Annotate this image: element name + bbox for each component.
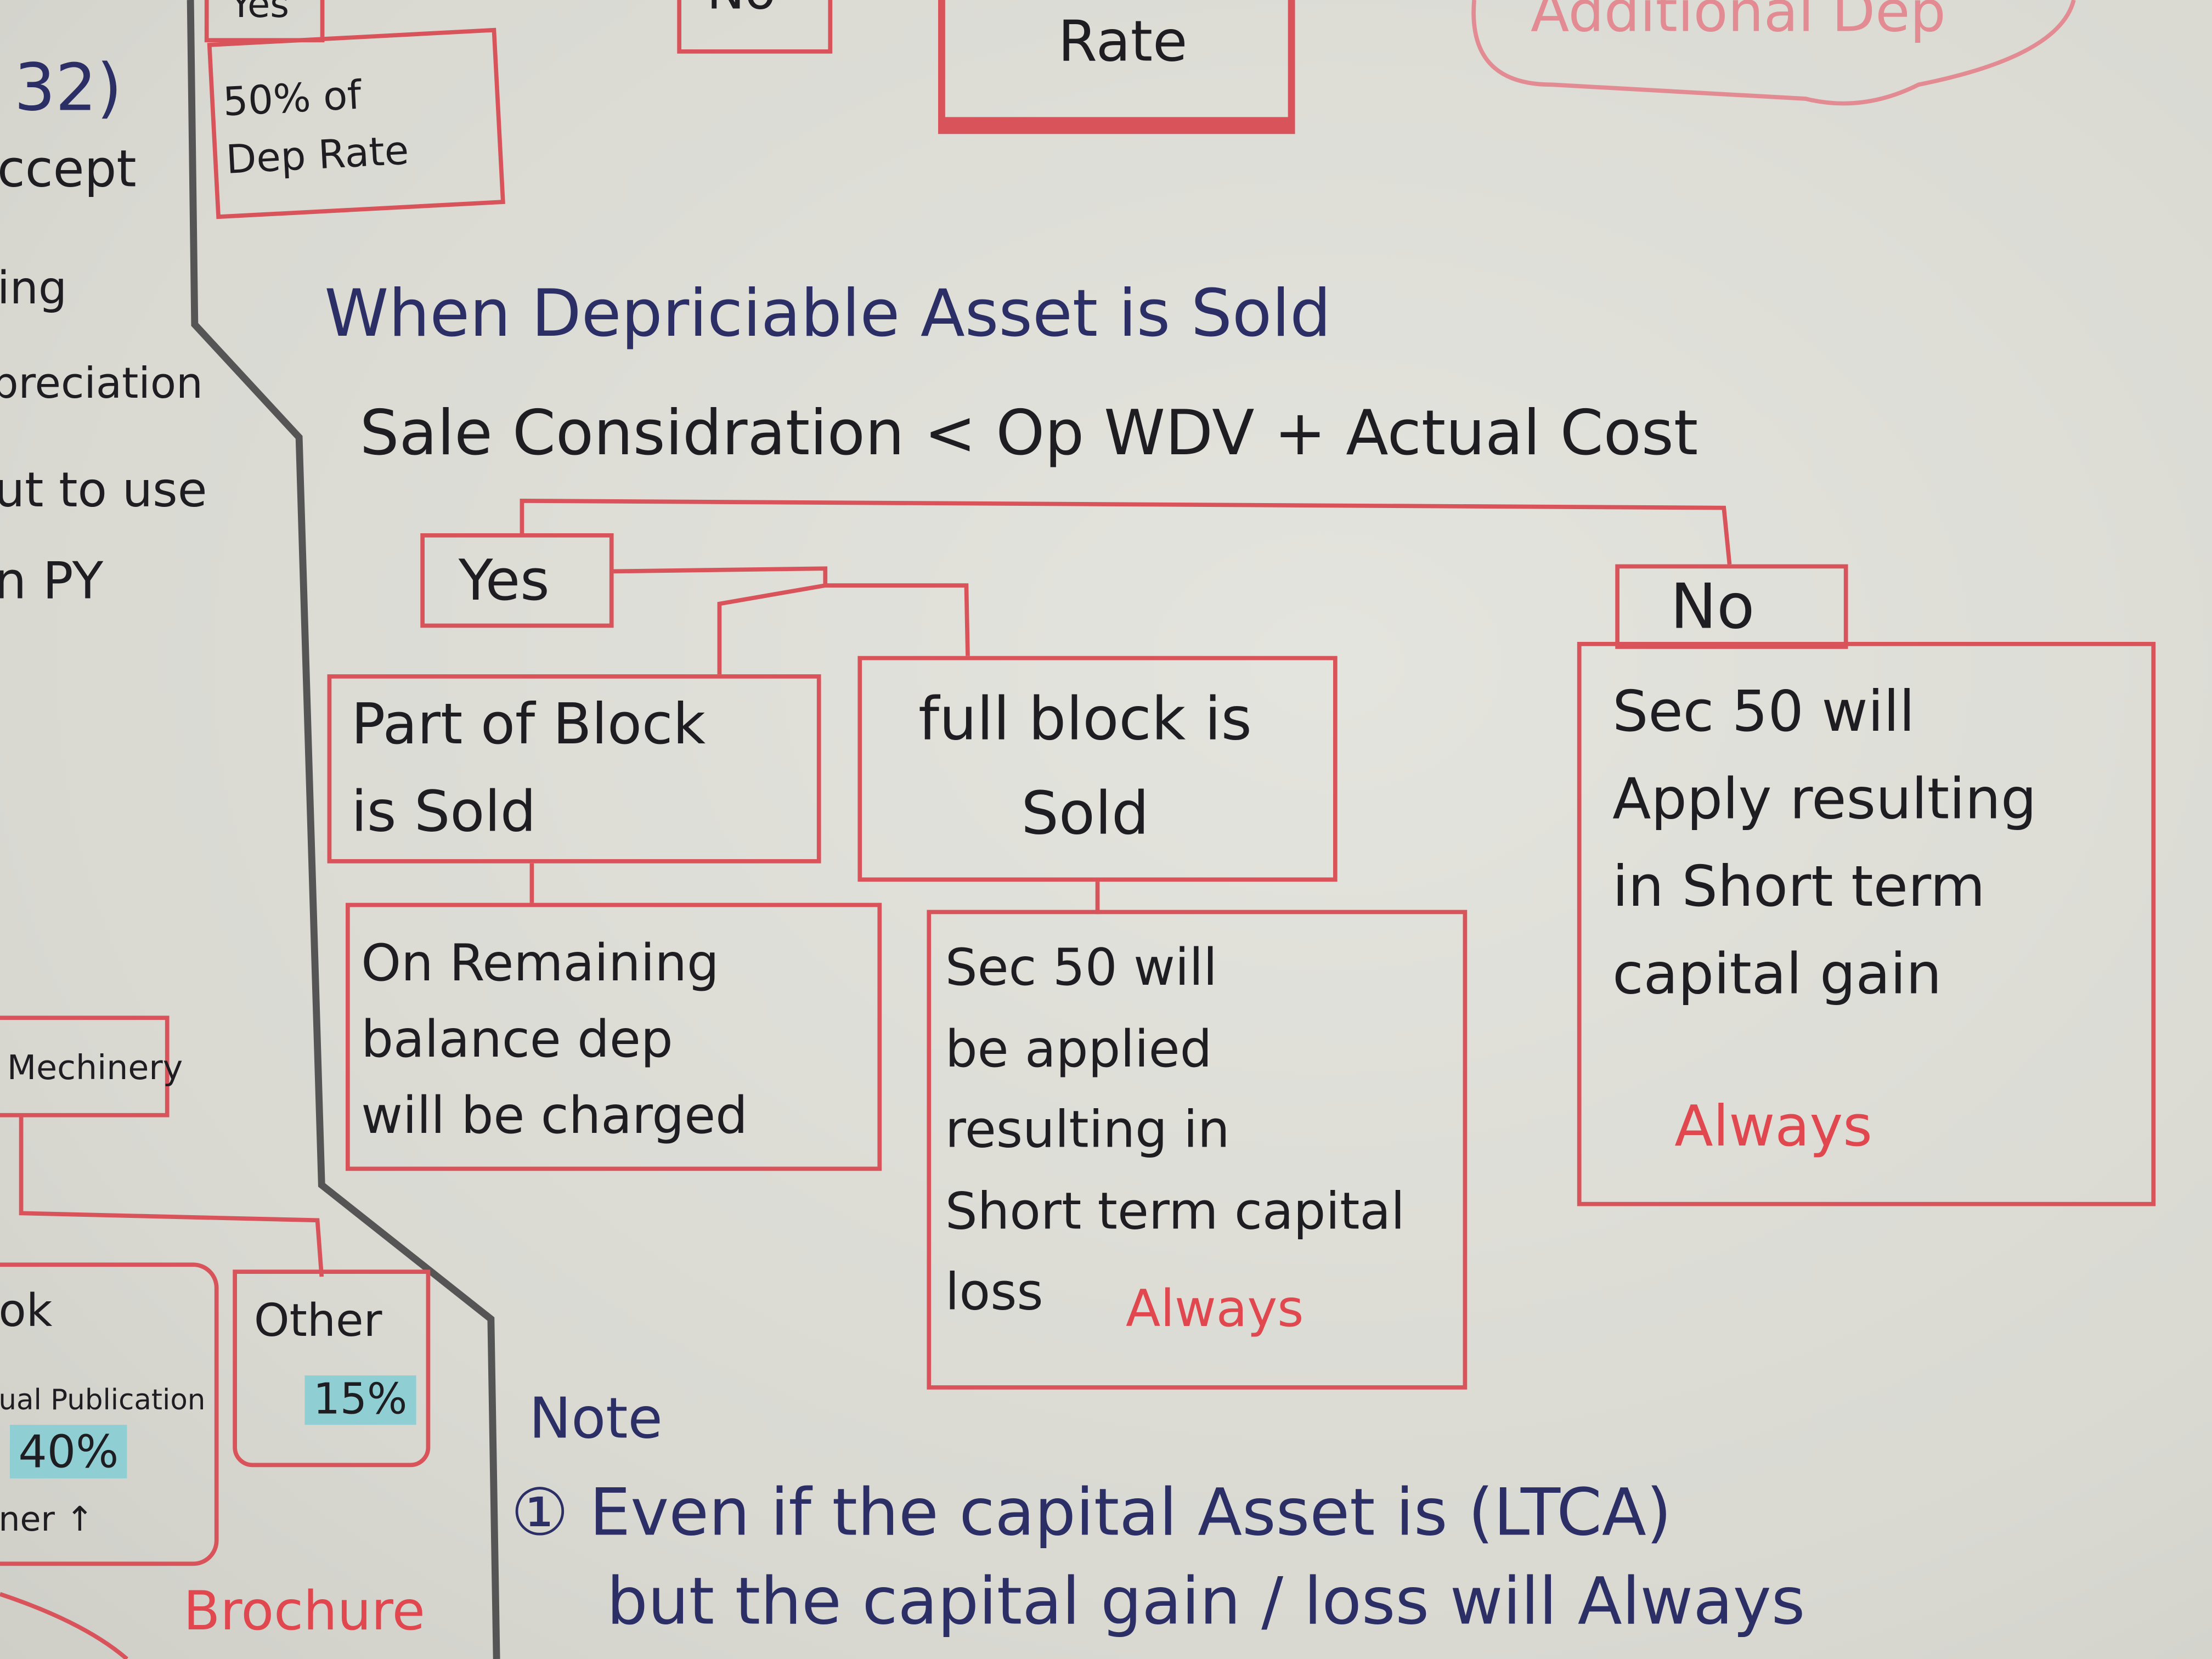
part-result-box: On Remaining balance dep will be charged	[345, 902, 882, 1171]
no-label: No	[1670, 571, 1755, 644]
brochure-text: Brochure	[183, 1579, 425, 1643]
book-text: ok	[0, 1283, 53, 1338]
part-block-text: Part of Block is Sold	[351, 692, 706, 845]
margin-line	[187, 0, 500, 1659]
top-no-label: No	[707, 0, 776, 21]
connector-yes-full	[825, 583, 970, 656]
other-note: ner ↑	[0, 1499, 94, 1539]
note-line: but the capital gain / loss will Always	[606, 1563, 1805, 1639]
machinery-text: Mechinery	[7, 1048, 183, 1088]
margin-text: n PY	[0, 552, 104, 611]
other-box: Other 15%	[233, 1269, 431, 1468]
other-rate: 15%	[304, 1375, 416, 1425]
note-line: ① Even if the capital Asset is (LTCA)	[510, 1474, 1672, 1550]
half-rate-box: 50% of Dep Rate	[207, 27, 505, 219]
part-block-box: Part of Block is Sold	[327, 674, 821, 864]
full-result-box: Sec 50 will be applied resulting in Shor…	[927, 910, 1468, 1390]
book-rate: 40%	[9, 1425, 127, 1479]
yes-label: Yes	[458, 549, 550, 614]
other-label: Other	[253, 1293, 382, 1347]
connector-condition	[520, 498, 1732, 565]
additional-dep-text: Additional Dep	[1530, 0, 1946, 46]
no-box: No	[1615, 564, 1848, 649]
no-result-text: Sec 50 will Apply resulting in Short ter…	[1612, 680, 2037, 1007]
no-result-box: Sec 50 will Apply resulting in Short ter…	[1577, 641, 2156, 1206]
full-block-text: full block is Sold	[918, 684, 1252, 848]
part-result-text: On Remaining balance dep will be charged	[361, 935, 748, 1146]
rate-text: Rate	[1058, 9, 1188, 75]
top-yes-box: Yes	[204, 0, 325, 43]
brochure-cloud	[0, 1592, 128, 1659]
full-block-box: full block is Sold	[857, 656, 1338, 882]
connector-yes	[613, 566, 828, 675]
book-box: ok ual Publication 40% ner ↑	[0, 1262, 219, 1566]
annual-publication-text: ual Publication	[0, 1382, 206, 1417]
diagram-title: When Depriciable Asset is Sold	[324, 275, 1331, 352]
margin-text: ut to use	[0, 462, 207, 520]
margin-text: ing	[0, 261, 67, 315]
note-heading: Note	[529, 1386, 663, 1452]
connector-left-tree	[19, 1114, 324, 1277]
top-no-box: No	[677, 0, 833, 54]
half-rate-text: 50% of Dep Rate	[222, 71, 410, 183]
section-ref: 32)	[14, 49, 122, 126]
condition-text: Sale Considration < Op WDV + Actual Cost	[359, 398, 1699, 470]
top-yes-label: Yes	[230, 0, 290, 27]
additional-dep-cloud	[1471, 0, 2076, 106]
margin-text: preciation	[0, 359, 203, 409]
yes-box: Yes	[420, 533, 614, 628]
always-emphasis: Always	[1125, 1280, 1304, 1339]
margin-text: ccept	[0, 141, 137, 199]
always-emphasis: Always	[1674, 1094, 1872, 1160]
rate-box: Rate	[938, 0, 1295, 134]
machinery-box: Mechinery	[0, 1015, 183, 1118]
full-result-text: Sec 50 will be applied resulting in Shor…	[945, 939, 1405, 1323]
